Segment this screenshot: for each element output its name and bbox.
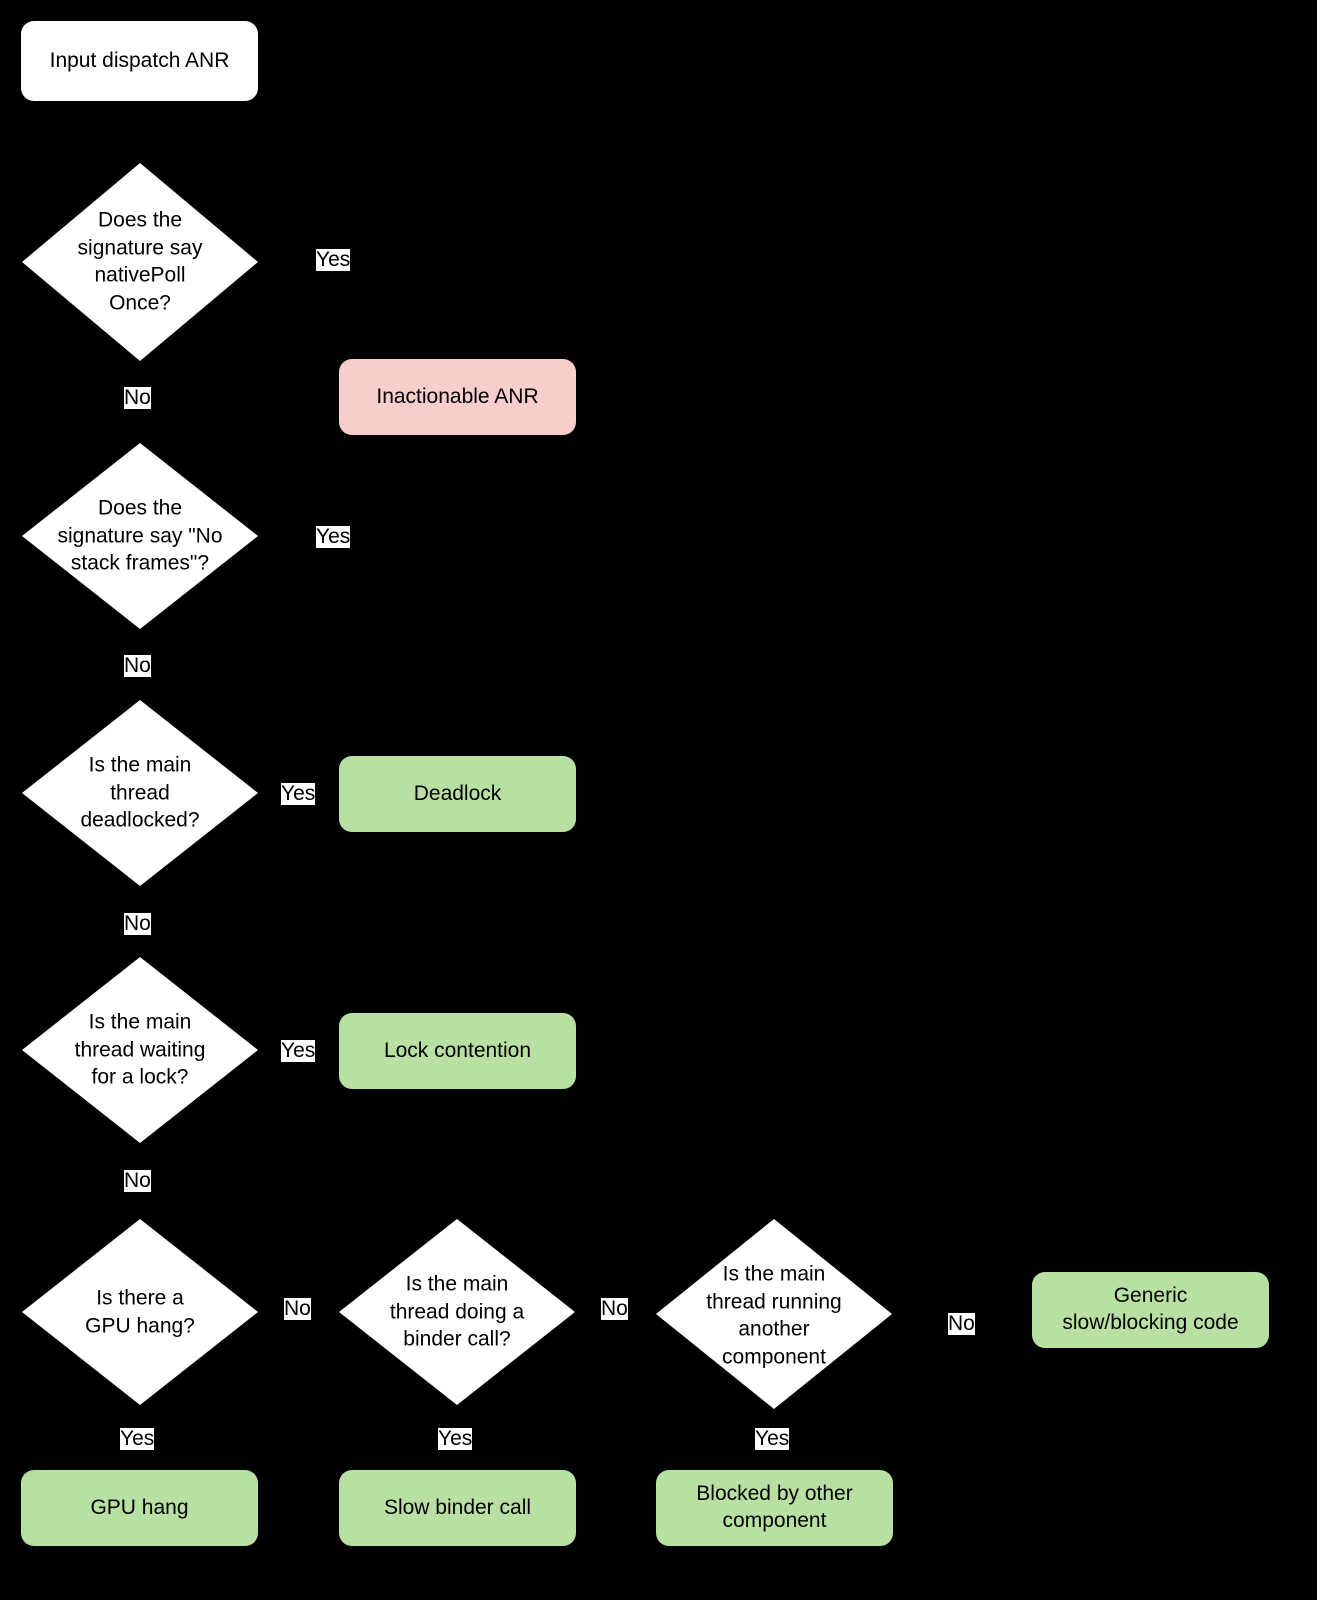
node-input-dispatch-anr[interactable]: Input dispatch ANR <box>21 21 258 101</box>
node-blocked-by-other-component[interactable]: Blocked by other component <box>656 1470 893 1546</box>
decision-no-stack-frames[interactable]: Does the signature say "No stack frames"… <box>22 443 258 629</box>
diamond-shape <box>22 443 258 629</box>
edge-label-deadlocked-yes: Yes <box>281 782 316 805</box>
decision-binder-call[interactable]: Is the main thread doing a binder call? <box>339 1219 575 1405</box>
decision-main-thread-deadlocked[interactable]: Is the main thread deadlocked? <box>22 700 258 886</box>
edge-label-nativepollonce-yes: Yes <box>316 248 351 271</box>
arrowhead-q2-yes <box>412 529 425 547</box>
edge-label-deadlocked-no: No <box>124 912 151 935</box>
edge-label-nativepollonce-no: No <box>124 386 151 409</box>
diamond-shape <box>656 1219 892 1409</box>
arrowhead-q4-yes <box>328 1042 341 1060</box>
edge-label-waiting-lock-yes: Yes <box>281 1039 316 1062</box>
arrowhead-start-to-q1 <box>131 150 149 163</box>
edge-label-no-stack-frames-no: No <box>124 654 151 677</box>
edge-label-binder-call-no: No <box>601 1297 628 1320</box>
node-lock-contention[interactable]: Lock contention <box>339 1013 576 1089</box>
edge-label-binder-call-yes: Yes <box>438 1427 473 1450</box>
node-slow-binder-call[interactable]: Slow binder call <box>339 1470 576 1546</box>
edge-label-gpu-hang-yes: Yes <box>120 1427 155 1450</box>
edge-label-gpu-hang-no: No <box>284 1297 311 1320</box>
decision-main-thread-waiting-lock[interactable]: Is the main thread waiting for a lock? <box>22 957 258 1143</box>
node-generic-slow-blocking-code[interactable]: Generic slow/blocking code <box>1032 1272 1269 1348</box>
connector-start-to-q1 <box>138 102 141 150</box>
node-inactionable-anr[interactable]: Inactionable ANR <box>339 359 576 435</box>
arrowhead-q3-yes <box>328 785 341 803</box>
node-gpu-hang[interactable]: GPU hang <box>21 1470 258 1546</box>
edge-label-other-component-yes: Yes <box>755 1427 790 1450</box>
diamond-shape <box>22 1219 258 1405</box>
decision-nativepollonce[interactable]: Does the signature say nativePoll Once? <box>22 163 258 361</box>
diamond-shape <box>22 163 258 361</box>
edge-label-no-stack-frames-yes: Yes <box>316 525 351 548</box>
diamond-shape <box>339 1219 575 1405</box>
edge-label-waiting-lock-no: No <box>124 1169 151 1192</box>
connector-q1-yes-vert <box>414 261 417 353</box>
diamond-shape <box>22 957 258 1143</box>
decision-gpu-hang[interactable]: Is there a GPU hang? <box>22 1219 258 1405</box>
decision-other-component[interactable]: Is the main thread running another compo… <box>656 1219 892 1409</box>
diamond-shape <box>22 700 258 886</box>
edge-label-other-component-no: No <box>948 1312 975 1335</box>
node-deadlock[interactable]: Deadlock <box>339 756 576 832</box>
